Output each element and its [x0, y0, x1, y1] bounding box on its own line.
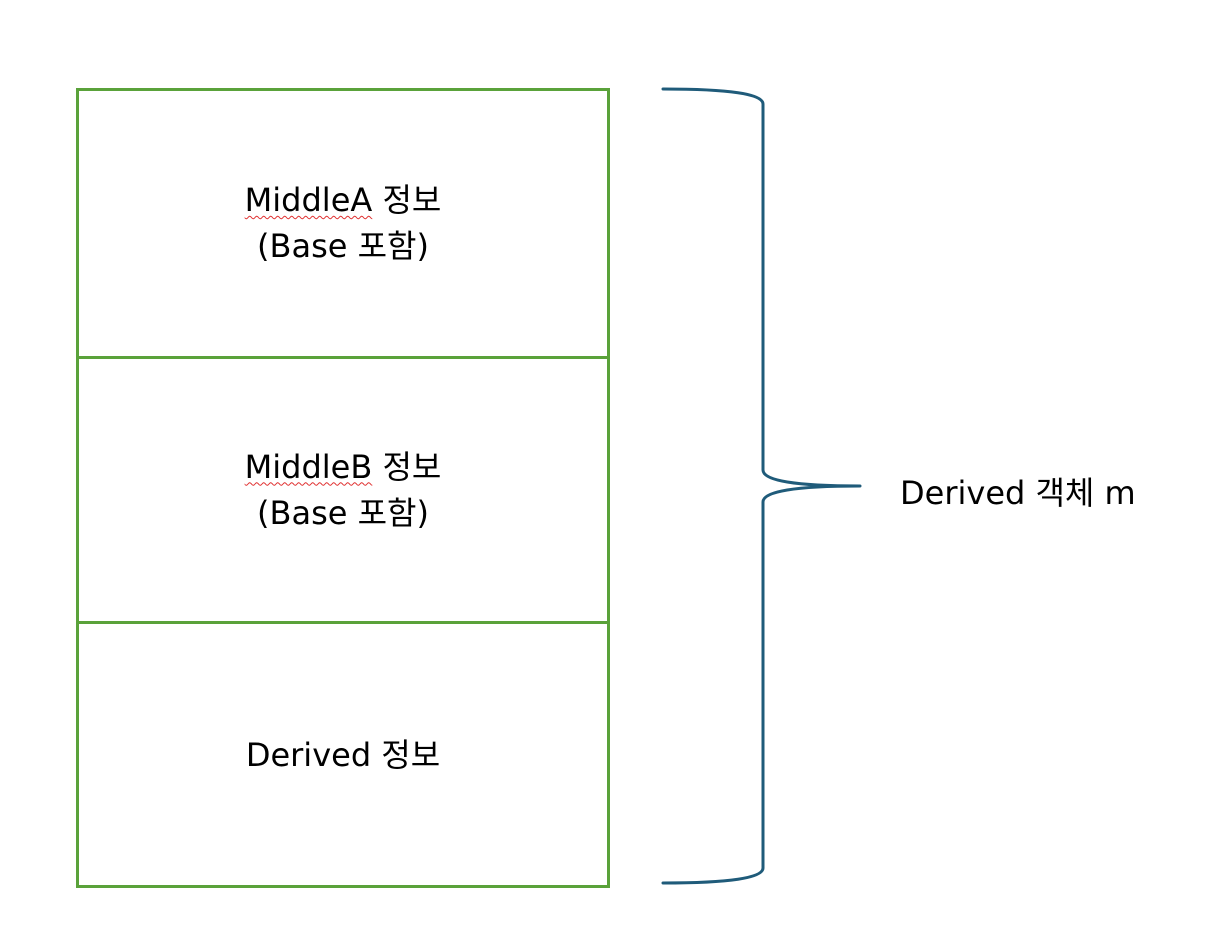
middlea-suffix: 정보 — [372, 181, 442, 219]
middlea-title: MiddleA 정보 — [245, 177, 442, 223]
middleb-name: MiddleB — [244, 447, 373, 486]
curly-brace-path — [661, 87, 862, 885]
derived-object-label: Derived 객체 m — [900, 474, 1136, 512]
middleb-block: MiddleB 정보 (Base 포함) — [79, 356, 607, 620]
middlea-note: (Base 포함) — [257, 227, 429, 265]
derived-title: Derived 정보 — [245, 735, 441, 774]
middleb-note: (Base 포함) — [257, 493, 429, 532]
middleb-suffix: 정보 — [372, 447, 442, 486]
derived-block: Derived 정보 — [79, 621, 607, 885]
middlea-name: MiddleA — [244, 181, 373, 219]
middleb-title: MiddleB 정보 — [245, 444, 442, 490]
memory-layout-stack: MiddleA 정보 (Base 포함) MiddleB 정보 (Base 포함… — [76, 88, 610, 888]
middlea-block: MiddleA 정보 (Base 포함) — [79, 91, 607, 355]
